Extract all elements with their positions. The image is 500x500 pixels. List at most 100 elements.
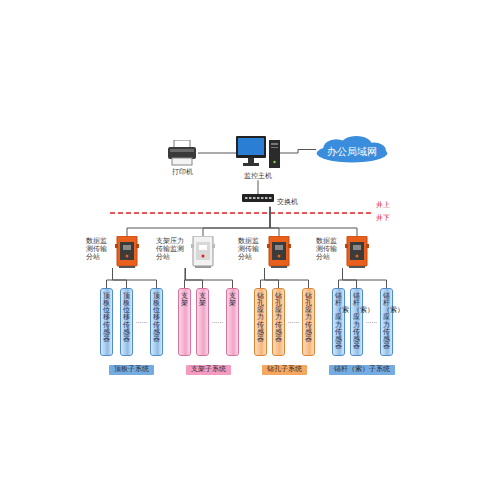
sub-label: 支架子系统 [191, 366, 226, 374]
station-led [356, 255, 359, 258]
tube-label: 顶板位移传感器 [153, 293, 160, 343]
connector-line [339, 268, 343, 288]
sensor-tube: 顶板位移传感器 [150, 288, 163, 356]
switch-port [265, 197, 268, 199]
sensor-tube: 钻孔应力传感器 [254, 288, 267, 356]
monitor-screen [238, 138, 264, 155]
station-icon [191, 236, 215, 268]
cloud-label: 办公局域网 [327, 146, 377, 158]
tube-label: 顶板位移传感器 [103, 293, 110, 343]
printer-panel [170, 149, 194, 152]
connector-line [113, 268, 157, 288]
sensor-tube: 钻孔应力传感器 [302, 288, 315, 356]
station-foot [349, 266, 365, 268]
subsystem-tag: 顶板子系统 [109, 365, 154, 375]
tube-label: 钻孔应力传感器 [275, 293, 282, 343]
station-panel [196, 242, 210, 260]
subsystem-tag: 支架子系统 [186, 365, 231, 375]
station-body [193, 236, 213, 266]
level-label: 井上 [376, 202, 390, 210]
substation-node: 数据监测传输分站 [316, 236, 369, 268]
ellipsis-mark: ...... [288, 318, 299, 325]
printer-body [168, 147, 196, 159]
subsystem-tag: 锚杆（索）子系统 [329, 365, 395, 375]
station-foot [195, 266, 211, 268]
station-label: 数据监测传输分站 [238, 238, 264, 261]
level-label: 井下 [376, 215, 390, 223]
tube-label: 锚杆（索）应力传感器 [353, 293, 360, 350]
station-foot [119, 266, 135, 268]
station-label: 支架压力传输监测分站 [156, 238, 189, 261]
monitor-frame [236, 136, 266, 158]
ellipsis-mark: ...... [136, 318, 147, 325]
station-body [269, 236, 289, 266]
ground-level-line [110, 212, 372, 214]
subsystem-tag: 钻孔子系统 [262, 365, 307, 375]
tube-label: 钻孔应力传感器 [305, 293, 312, 343]
sensor-tube: 锚杆（索）应力传感器 [380, 288, 393, 356]
printer-label: 打印机 [172, 168, 193, 176]
switch-port [249, 197, 252, 199]
sensor-tube: 锚杆（索）应力传感器 [332, 288, 345, 356]
connector-line [343, 268, 357, 288]
station-foot [271, 266, 287, 268]
ellipsis-mark: ...... [366, 318, 377, 325]
station-body [347, 236, 367, 266]
station-knob [115, 244, 118, 248]
sub-label: 顶板子系统 [114, 366, 149, 374]
station-window [275, 245, 283, 250]
station-knob [267, 244, 270, 248]
pc-button [273, 161, 275, 163]
host-node: 监控主机 [236, 136, 280, 180]
station-knob [288, 244, 291, 248]
tube-label: 顶板位移传感器 [123, 293, 130, 343]
sensor-tube: 支架 [196, 288, 209, 356]
cloud-lobe [317, 144, 388, 162]
printer-icon [166, 140, 198, 166]
connector-line [127, 207, 270, 236]
connector-line [265, 268, 309, 288]
station-panel [120, 242, 134, 260]
switch-port [253, 197, 256, 199]
host-label: 监控主机 [244, 172, 272, 180]
switch-icon [242, 194, 274, 202]
monitor-stand [248, 158, 254, 163]
connector-line [107, 268, 113, 288]
tube-label: 钻孔应力传感器 [257, 293, 264, 343]
connector-line [270, 207, 279, 236]
switch-node: 交换机 [242, 190, 298, 207]
printer-node: 打印机 [166, 140, 198, 176]
station-knob [212, 244, 215, 248]
pc-drive [271, 147, 278, 148]
station-icon [115, 236, 139, 268]
pc-tower [269, 140, 280, 168]
printer-tray [172, 158, 192, 165]
station-label: 数据监测传输分站 [86, 238, 112, 261]
station-knob [345, 244, 348, 248]
sub-label: 钻孔子系统 [267, 366, 302, 374]
sensor-tube: 顶板位移传感器 [100, 288, 113, 356]
printer-paper [174, 140, 190, 148]
station-panel [350, 242, 364, 260]
tube-label: 锚杆（索）应力传感器 [383, 293, 390, 350]
sub-label: 锚杆（索）子系统 [334, 366, 390, 374]
connector-line [280, 150, 316, 154]
station-icon [345, 236, 369, 268]
sensor-tube: 顶板位移传感器 [120, 288, 133, 356]
pc-drive [271, 143, 278, 145]
connector-line [270, 207, 357, 236]
tube-label: 支架 [199, 293, 206, 307]
tube-label: 锚杆（索）应力传感器 [335, 293, 342, 350]
sensor-tube: 支架 [226, 288, 239, 356]
connector-line [185, 268, 232, 288]
station-knob [366, 244, 369, 248]
sensor-tube: 钻孔应力传感器 [272, 288, 285, 356]
substation-node: 数据监测传输分站 [86, 236, 139, 268]
station-knob [191, 244, 194, 248]
monitor-base [243, 163, 259, 166]
host-icon [236, 136, 280, 170]
sensor-tube: 锚杆（索）应力传感器 [350, 288, 363, 356]
station-panel [272, 242, 286, 260]
station-window [353, 245, 361, 250]
